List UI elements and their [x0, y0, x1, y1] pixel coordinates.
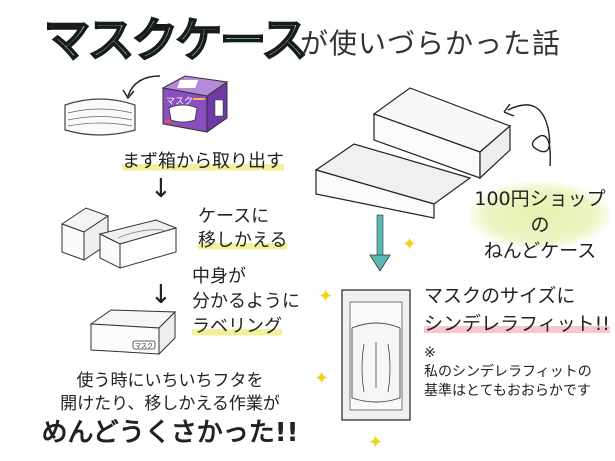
sparkle-icon: ✦: [402, 234, 418, 255]
sparkle-icon: ✦: [314, 368, 330, 389]
fit-line1: マスクのサイズに: [424, 285, 576, 307]
clay-case-badge: 100円ショップの ねんどケース: [470, 182, 610, 262]
step1-caption: まず箱から取り出す: [122, 150, 284, 174]
footnote-line2: 基準はとてもおおらかです: [424, 383, 591, 399]
case-with-mask-illustration: [341, 289, 411, 421]
step2-label-line1: ケースに: [198, 206, 270, 227]
footnote: ※ 私のシンデレラフィットの 基準はとてもおおらかです: [424, 344, 592, 401]
curved-arrow-icon: [122, 75, 161, 100]
open-case-illustration: [60, 207, 178, 269]
clay-case-illustration: [314, 87, 512, 219]
arrow-down-icon: ↓: [150, 280, 172, 310]
title-main: マスクケース: [43, 12, 309, 68]
fit-caption: マスクのサイズに シンデレラフィット!!: [424, 282, 610, 338]
fit-line2: シンデレラフィット!!: [424, 313, 610, 335]
step3-label-line2: 分かるように: [192, 291, 300, 312]
badge-line2: ねんどケース: [483, 240, 597, 262]
labeled-case-illustration: [89, 309, 177, 356]
step3-caption: 中身が 分かるように ラベリング: [192, 264, 300, 339]
arrow-down-icon: ↓: [150, 174, 172, 204]
mask-box-illustration: [161, 75, 229, 133]
title-sub: が使いづらかった話: [300, 27, 562, 60]
step3-label-line1: 中身が: [192, 266, 246, 287]
mask-box-label: マスク: [166, 97, 194, 107]
badge-line1: 100円ショップの: [474, 188, 606, 236]
sparkle-icon: ✦: [368, 432, 384, 453]
step2-label-line2: 移しかえる: [198, 230, 288, 251]
step1-label: まず箱から取り出す: [122, 151, 284, 172]
sparkle-icon: ✦: [318, 286, 334, 307]
loop-arrow-icon: [503, 103, 551, 167]
folded-masks-illustration: [64, 98, 136, 136]
case-label-tag: マスク: [135, 343, 154, 350]
teal-arrow-down-icon: [369, 214, 391, 272]
step2-caption: ケースに 移しかえる: [198, 205, 288, 253]
conclusion-line3: めんどうくさかった!!: [41, 418, 299, 448]
conclusion-text: 使う時にいちいちフタを 開けたり、移しかえる作業が めんどうくさかった!!: [40, 370, 300, 450]
conclusion-line2: 開けたり、移しかえる作業が: [60, 394, 280, 414]
footnote-line1: 私のシンデレラフィットの: [424, 364, 592, 380]
footnote-mark: ※: [424, 345, 436, 361]
step3-label-line3: ラベリング: [192, 316, 282, 337]
conclusion-line1: 使う時にいちいちフタを: [76, 371, 264, 391]
